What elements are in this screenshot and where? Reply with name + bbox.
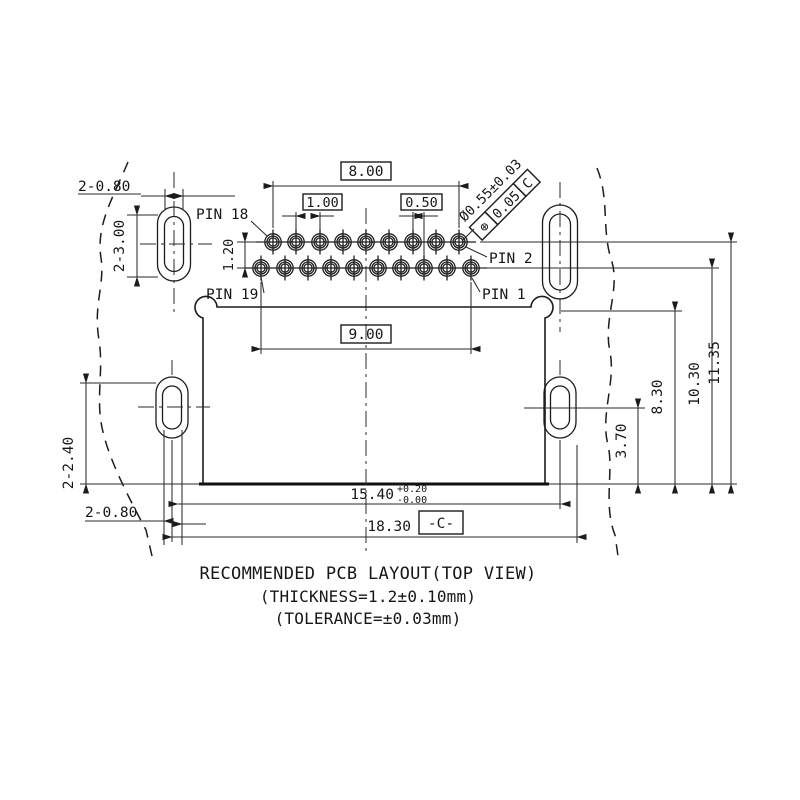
pin-2-callout: PIN 2 (465, 246, 533, 267)
dim-top-row-span: 8.00 (263, 161, 469, 228)
pin-1-label: PIN 1 (482, 287, 526, 303)
dim-15-40-tol-minus: -0.00 (397, 495, 427, 506)
dim-8-00-value: 8.00 (349, 164, 384, 180)
title-line-3: (TOLERANCE=±0.03mm) (275, 609, 462, 628)
dim-lower-slot-length: 2-2.40 (61, 373, 199, 494)
datum-label: -C- (428, 516, 454, 532)
datum-box: -C- (418, 510, 464, 535)
pin-2-label: PIN 2 (489, 251, 533, 267)
dim-1-20-value: 1.20 (221, 239, 237, 272)
svg-text:11.35: 11.35 (707, 341, 723, 385)
connector-body-outline (194, 295, 554, 486)
dim-bottom-row-span: 9.00 (251, 282, 481, 354)
slot-upper-right (541, 182, 579, 332)
break-line-right (596, 167, 619, 557)
dim-body-width: 15.40 +0.20 -0.00 (168, 440, 571, 542)
pin-18-label: PIN 18 (196, 207, 248, 223)
dim-8-30: 8.30 (650, 301, 679, 494)
dim-2-0-80-top-value: 2-0.80 (78, 179, 130, 195)
pin-row-top (256, 228, 476, 256)
dim-row-stagger: 0.50 (399, 193, 443, 257)
slot-upper-left (140, 172, 212, 316)
dim-10-30: 10.30 (687, 258, 716, 494)
svg-text:3.70: 3.70 (614, 424, 630, 459)
dim-9-00-value: 9.00 (349, 327, 384, 343)
dim-15-40-tol-plus: +0.20 (397, 484, 427, 495)
dim-3-70: 3.70 (614, 398, 642, 494)
pin-19-label: PIN 19 (206, 287, 258, 303)
dim-0-50-value: 0.50 (405, 195, 438, 211)
pin-18-callout: PIN 18 (196, 207, 268, 237)
dim-2-3-00-value: 2-3.00 (112, 220, 128, 272)
right-dimension-group: 3.70 8.30 10.30 11.35 (480, 232, 737, 494)
hole-spec-callout: Ø0.55±0.03 ⊕ 0.05 C (456, 156, 542, 242)
dim-2-2-40-value: 2-2.40 (61, 437, 77, 489)
fcf-position-symbol: ⊕ (476, 219, 493, 236)
dim-18-30-value: 18.30 (367, 519, 411, 535)
fcf-datum: C (519, 175, 536, 192)
slot-lower-left (138, 360, 210, 439)
title-line-2: (THICKNESS=1.2±0.10mm) (260, 587, 476, 606)
title-line-1: RECOMMENDED PCB LAYOUT(TOP VIEW) (199, 564, 536, 584)
pin-19-callout: PIN 19 (206, 276, 265, 303)
dim-2-0-80-bottom-value: 2-0.80 (85, 505, 137, 521)
dim-overall-width: 18.30 -C- (162, 445, 587, 543)
dim-11-35: 11.35 (707, 232, 735, 494)
dim-upper-slot-length: 2-3.00 (112, 205, 158, 287)
dim-pin-pitch: 1.00 (282, 193, 343, 231)
svg-text:10.30: 10.30 (687, 362, 703, 406)
slot-lower-right (543, 360, 577, 439)
dim-1-00-value: 1.00 (306, 195, 339, 211)
dim-15-40-value: 15.40 (350, 487, 394, 503)
pin-1-callout: PIN 1 (471, 277, 526, 303)
dim-row-offset: 1.20 (221, 232, 266, 278)
dim-lower-slot-width: 2-0.80 (85, 430, 206, 545)
svg-text:8.30: 8.30 (650, 380, 666, 415)
dim-upper-slot-width: 2-0.80 (78, 179, 235, 210)
pin-row-bottom (245, 254, 487, 282)
title-block: RECOMMENDED PCB LAYOUT(TOP VIEW) (THICKN… (199, 564, 536, 628)
